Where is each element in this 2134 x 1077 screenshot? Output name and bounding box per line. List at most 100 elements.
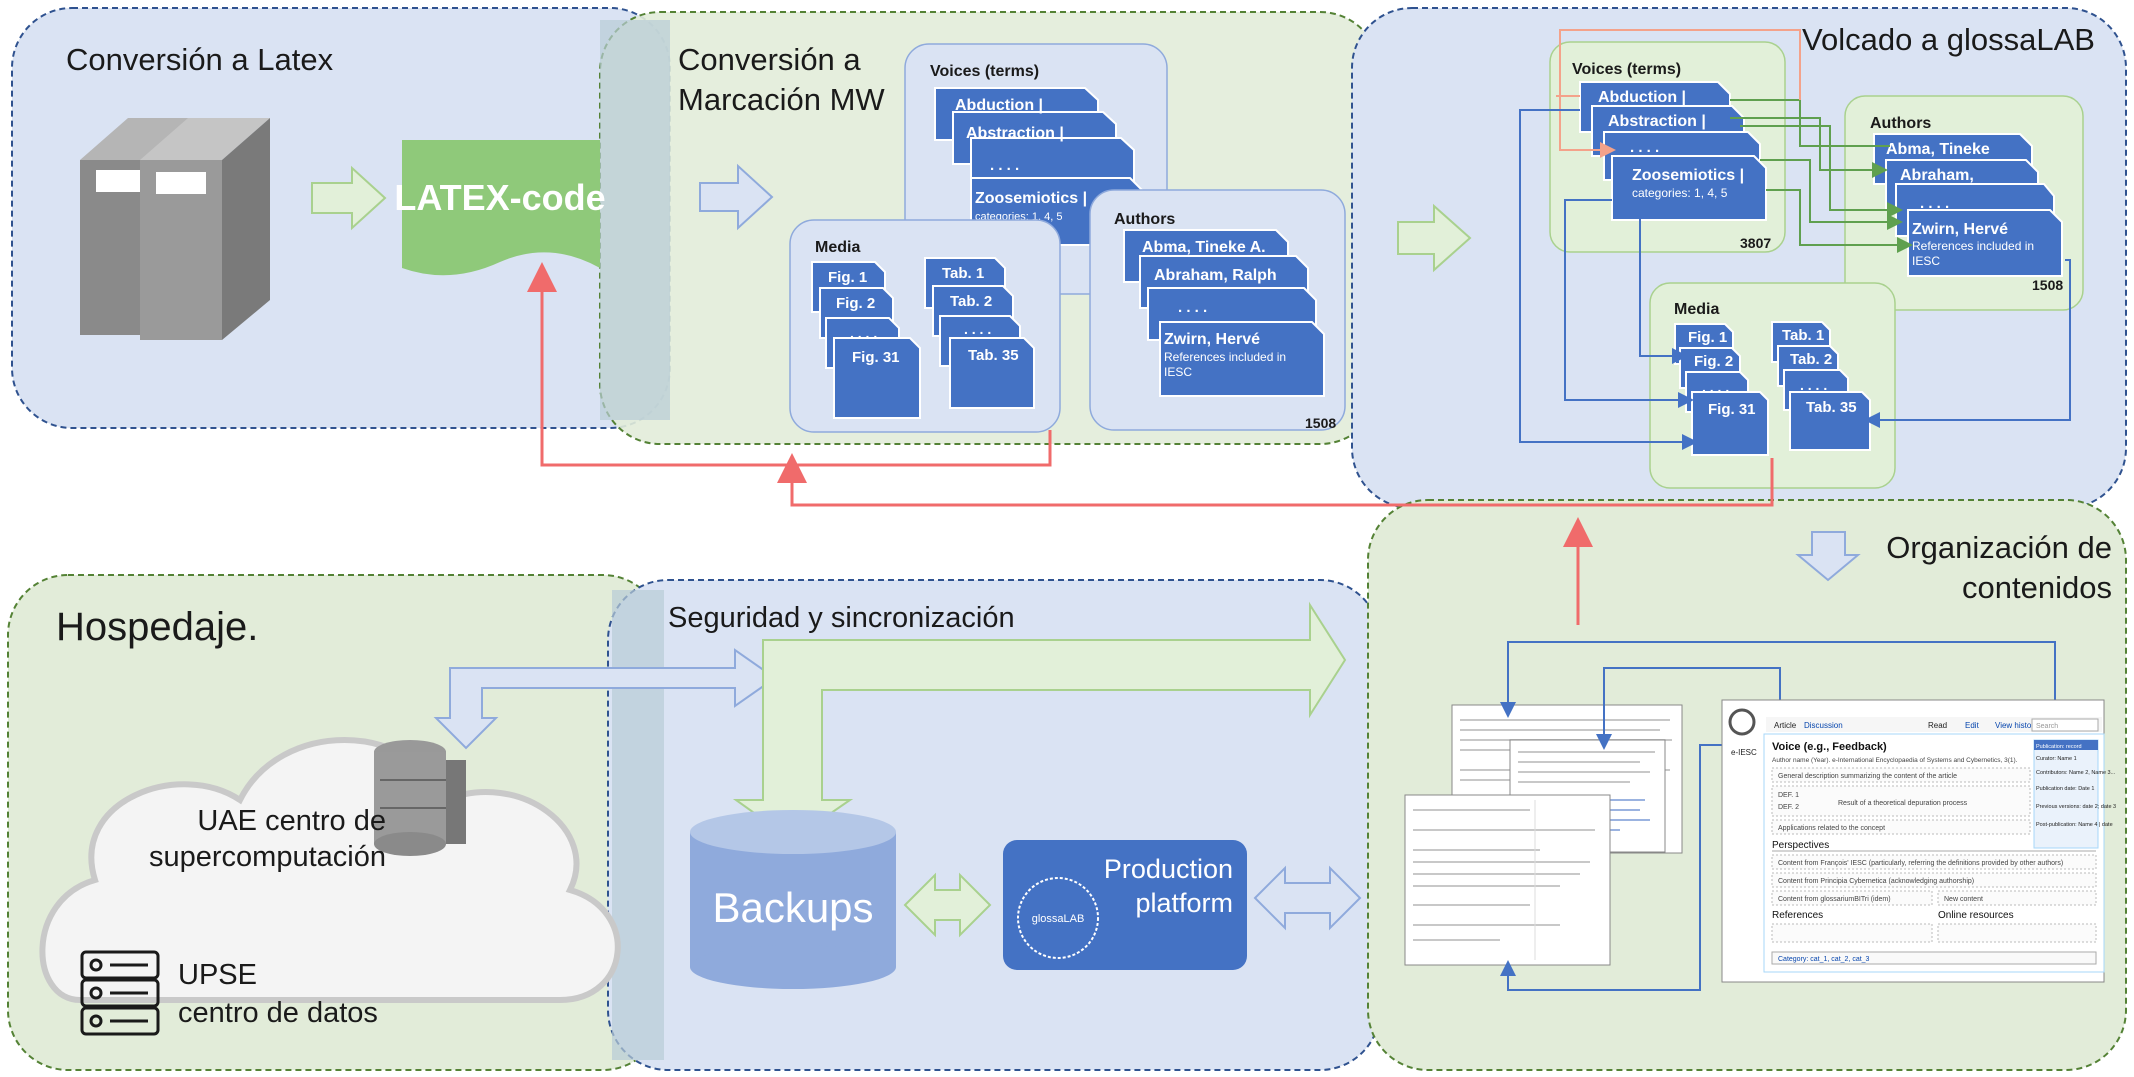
authors-group-right-title: Authors bbox=[1870, 115, 1931, 132]
media-tab-1: Tab. 1 bbox=[942, 265, 984, 282]
wiki-action-history[interactable]: View history bbox=[1995, 721, 2038, 730]
datacenter-icon bbox=[80, 950, 160, 1036]
wiki-def1: DEF. 1 bbox=[1778, 792, 1799, 799]
author-mid-2: Abraham, Ralph bbox=[1154, 267, 1277, 284]
media-fig-4: Fig. 31 bbox=[852, 349, 900, 366]
media-tab-4: Tab. 35 bbox=[968, 347, 1019, 364]
media-fig-1: Fig. 1 bbox=[828, 269, 867, 286]
voice-right-3: . . . . bbox=[1630, 139, 1659, 156]
wiki-sidebox bbox=[2033, 739, 2099, 849]
wiki-general-text: General description summarizing the cont… bbox=[1778, 773, 1957, 780]
arrow-books-to-latex bbox=[311, 165, 387, 231]
arrow-mw-to-glossalab bbox=[1397, 203, 1472, 273]
wiki-side-4: Publication date: Date 1 bbox=[2036, 786, 2094, 792]
voices-group-right-title: Voices (terms) bbox=[1572, 61, 1681, 78]
media-fig-3: . . . . bbox=[850, 325, 877, 341]
author-right-1: Abma, Tineke bbox=[1886, 141, 1990, 158]
author-right-2: Abraham, bbox=[1900, 167, 1974, 184]
wiki-sidebox-header bbox=[2034, 740, 2098, 750]
wiki-action-read[interactable]: Read bbox=[1928, 721, 1947, 730]
voice-card-1: Abduction | bbox=[955, 97, 1043, 114]
wiki-category[interactable]: Category: cat_1, cat_2, cat_3 bbox=[1778, 956, 1870, 963]
author-mid-4-sub2: IESC bbox=[1164, 365, 1192, 379]
title-seguridad: Seguridad y sincronización bbox=[668, 602, 1015, 634]
wiki-page-thumbnail-front bbox=[1404, 794, 1611, 966]
media-right-fig-3: . . . . bbox=[1702, 379, 1729, 395]
wiki-applications-box bbox=[1771, 819, 2031, 835]
voice-card-2: Abstraction | bbox=[966, 125, 1064, 142]
authors-group-mid-title: Authors bbox=[1114, 211, 1175, 228]
upse-label-line2: centro de datos bbox=[178, 997, 378, 1029]
wiki-side-3: Contributors: Name 2, Name 3... bbox=[2036, 770, 2116, 776]
voice-right-4-sub: categories: 1, 4, 5 bbox=[1632, 186, 1728, 200]
wiki-action-edit[interactable]: Edit bbox=[1965, 721, 1980, 730]
backups-database-icon bbox=[690, 810, 896, 989]
wiki-side-1: Publication: record bbox=[2036, 744, 2082, 750]
title-organizacion-line2: contenidos bbox=[1962, 570, 2112, 605]
wiki-persp1-box bbox=[1771, 854, 2097, 870]
wiki-search-placeholder: Search bbox=[2036, 723, 2058, 730]
latex-code-label: LATEX-code bbox=[394, 177, 605, 218]
authors-cards-right bbox=[1873, 133, 2063, 277]
media-group-right-title: Media bbox=[1674, 301, 1719, 318]
count-voices: 3807 bbox=[1740, 235, 1771, 251]
wiki-general-box bbox=[1771, 767, 2031, 783]
glossalab-logo-icon bbox=[1017, 877, 1099, 959]
voice-right-2: Abstraction | bbox=[1608, 113, 1706, 130]
upse-label-line1: UPSE bbox=[178, 959, 257, 991]
media-right-fig-4: Fig. 31 bbox=[1708, 401, 1756, 418]
wiki-side-2: Curator: Name 1 bbox=[2036, 756, 2077, 762]
media-cards-right bbox=[1674, 321, 1871, 456]
books-icon bbox=[80, 118, 270, 340]
cloud-shape bbox=[39, 737, 621, 1003]
wiki-persp3-box bbox=[1771, 890, 1933, 906]
wiki-category-box bbox=[1771, 951, 2097, 965]
wiki-persp2: Content from Principia Cybernetica (ackn… bbox=[1778, 878, 1974, 885]
uae-label-line1: UAE centro de bbox=[197, 805, 386, 837]
panel-overlap-bottom bbox=[612, 590, 664, 1060]
server-cylinder-icon bbox=[374, 740, 466, 856]
glossalab-logo-text: glossaLAB bbox=[1032, 913, 1085, 925]
wiki-search-input[interactable] bbox=[2031, 718, 2099, 732]
wiki-applications: Applications related to the concept bbox=[1778, 825, 1885, 832]
voices-to-voices-links bbox=[1556, 29, 1801, 158]
media-fig-2: Fig. 2 bbox=[836, 295, 875, 312]
media-right-tab-3: . . . . bbox=[1800, 377, 1827, 393]
author-right-4-sub2: IESC bbox=[1912, 254, 1940, 268]
arrow-latex-to-mw bbox=[699, 163, 774, 231]
wiki-link-lines bbox=[1500, 641, 2056, 991]
uae-label-line2: supercomputación bbox=[149, 841, 386, 873]
voices-cards-right bbox=[1579, 81, 1767, 221]
voice-card-3: . . . . bbox=[990, 157, 1019, 174]
author-mid-1: Abma, Tineke A. bbox=[1142, 239, 1266, 256]
voice-right-4: Zoosemiotics | bbox=[1632, 167, 1744, 184]
title-marcacion-line1: Conversión a bbox=[678, 42, 861, 77]
title-hospedaje: Hospedaje. bbox=[56, 605, 258, 649]
panel-overlap-top bbox=[600, 20, 670, 420]
wiki-new-content-box bbox=[1937, 890, 2097, 906]
title-organizacion-line1: Organización de bbox=[1886, 530, 2112, 565]
author-mid-4: Zwirn, Hervé bbox=[1164, 331, 1260, 348]
wiki-author-line: Author name (Year). e-International Ency… bbox=[1772, 757, 2018, 764]
wiki-def-text: Result of a theoretical depuration proce… bbox=[1838, 800, 1968, 807]
wiki-tab-article[interactable]: Article bbox=[1774, 721, 1797, 730]
wiki-new-content: New content bbox=[1944, 896, 1983, 903]
arrow-production-organizacion bbox=[1253, 865, 1362, 931]
author-right-4: Zwirn, Hervé bbox=[1912, 221, 2008, 238]
wiki-def-box bbox=[1771, 785, 2031, 817]
voice-right-1: Abduction | bbox=[1598, 89, 1686, 106]
wiki-side-6: Post-publication: Name 4 | date bbox=[2036, 822, 2113, 828]
wiki-tab-discussion[interactable]: Discussion bbox=[1804, 721, 1843, 730]
author-mid-4-sub1: References included in bbox=[1164, 350, 1286, 364]
arrow-organizacion-to-backups bbox=[732, 601, 1347, 842]
title-marcacion-line2: Marcación MW bbox=[678, 82, 885, 117]
production-label-line2: platform bbox=[1135, 888, 1233, 918]
red-feedback-right bbox=[777, 453, 1774, 507]
author-right-3: . . . . bbox=[1920, 195, 1949, 212]
backups-label: Backups bbox=[712, 884, 873, 931]
media-right-fig-2: Fig. 2 bbox=[1694, 353, 1733, 370]
author-right-4-sub1: References included in bbox=[1912, 239, 2034, 253]
count-authors-mid: 1508 bbox=[1305, 415, 1336, 431]
wiki-perspectives-heading: Perspectives bbox=[1772, 840, 1829, 851]
wiki-persp1: Content from François' IESC (particularl… bbox=[1778, 860, 2063, 867]
